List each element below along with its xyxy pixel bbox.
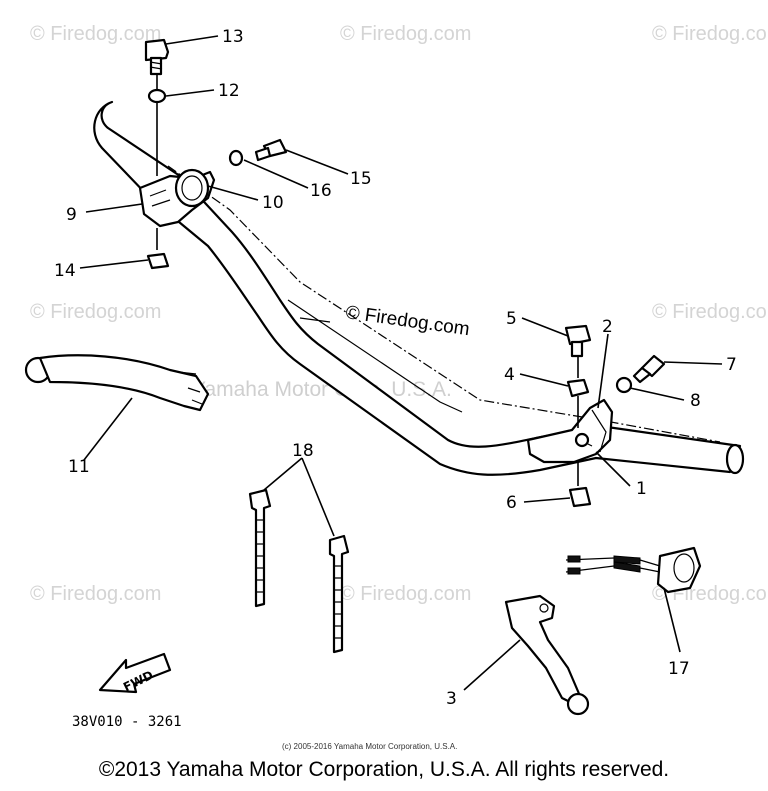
bolt-13 (144, 38, 170, 76)
washer-16 (228, 149, 244, 167)
callout-2: 2 (602, 317, 613, 337)
watermark-text: © Firedog.com (30, 583, 161, 605)
nut-8 (615, 376, 633, 394)
callout-13: 13 (222, 27, 244, 47)
callout-labels: 13 12 15 16 10 9 14 5 2 4 7 8 11 18 1 6 … (54, 27, 737, 709)
callout-8: 8 (690, 391, 701, 411)
callout-5: 5 (506, 309, 517, 329)
fine-print: (c) 2005-2016 Yamaha Motor Corporation, … (282, 742, 457, 751)
lever-11 (24, 354, 210, 412)
copyright-notice: ©2013 Yamaha Motor Corporation, U.S.A. A… (98, 758, 670, 781)
nut-14 (146, 252, 170, 270)
bolt-7 (632, 354, 666, 384)
master-bracket-1 (526, 398, 614, 464)
callout-12: 12 (218, 81, 240, 101)
callout-16: 16 (310, 181, 332, 201)
washer-4 (566, 378, 590, 398)
bolt-15 (254, 138, 288, 162)
watermark-text: © Firedog.com (340, 583, 471, 605)
callout-3: 3 (446, 689, 457, 709)
callout-18: 18 (292, 441, 314, 461)
callout-15: 15 (350, 169, 372, 189)
lever-3 (504, 594, 590, 716)
callout-1: 1 (636, 479, 647, 499)
callout-9: 9 (66, 205, 77, 225)
callout-17: 17 (668, 659, 690, 679)
washer-12 (147, 88, 167, 104)
diagram-code: 38V010 - 3261 (72, 714, 182, 730)
center-watermark: © Firedog.com (344, 302, 471, 340)
watermark-text: © Firedog.com (30, 23, 161, 45)
ghost-watermark: Yamaha Motor Corp. U.S.A. (192, 378, 452, 401)
watermark-text: © Firedog.com (340, 23, 471, 45)
callout-11: 11 (68, 457, 90, 477)
cable-tie-18 (248, 488, 350, 654)
callout-14: 14 (54, 261, 76, 281)
brake-switch-17 (565, 546, 702, 594)
nut-6 (568, 486, 592, 508)
watermark-group: © Firedog.com © Firedog.com © Firedog.co… (30, 23, 768, 605)
callout-10: 10 (262, 193, 284, 213)
watermark-text: © Firedog.com (652, 23, 768, 45)
handlebar (93, 100, 745, 476)
fwd-arrow-icon: FWD (98, 652, 172, 694)
watermark-text: © Firedog.com (30, 301, 161, 323)
watermark-text: © Firedog.com (652, 301, 768, 323)
bolt-5 (564, 324, 592, 358)
leader-lines (79, 35, 723, 691)
callout-6: 6 (506, 493, 517, 513)
clamp-9 (138, 168, 216, 228)
callout-4: 4 (504, 365, 515, 385)
callout-7: 7 (726, 355, 737, 375)
